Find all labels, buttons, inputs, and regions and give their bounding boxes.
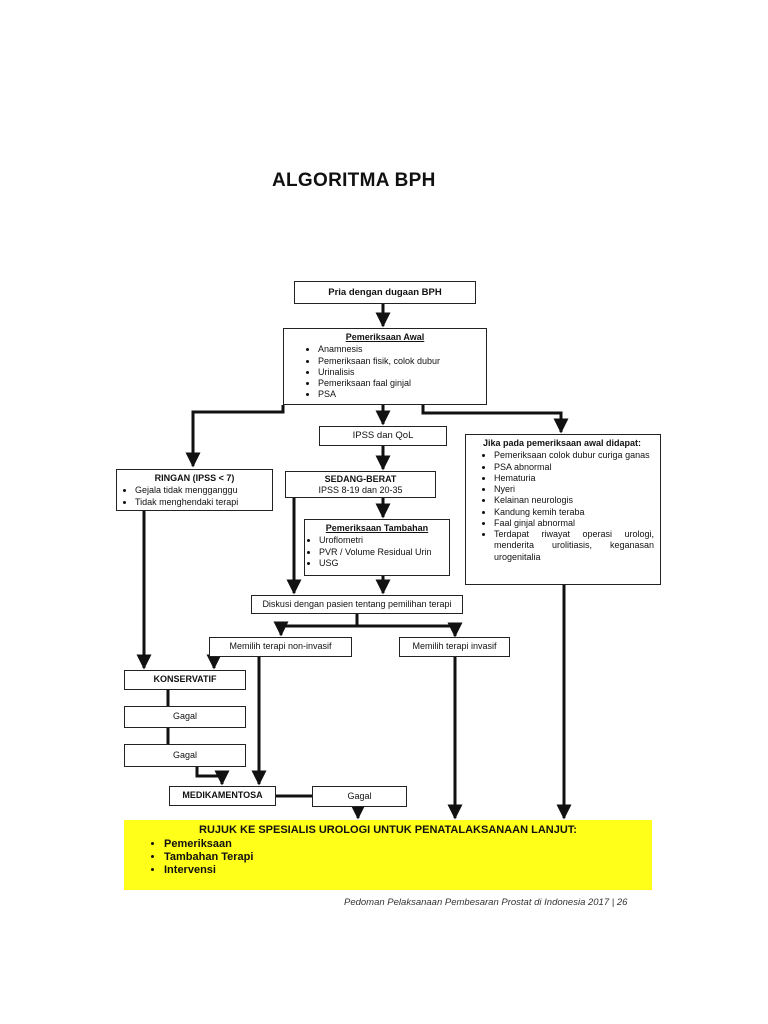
arrow-exam-to-mild <box>185 405 285 468</box>
arrow-fail2-to-medication <box>195 767 230 786</box>
mild-list: Gejala tidak mengganggu Tidak menghendak… <box>121 485 268 508</box>
noninvasive-box: Memilih terapi non-invasif <box>209 637 352 657</box>
list-item: Tidak menghendaki terapi <box>135 497 268 508</box>
list-item: Pemeriksaan colok dubur curiga ganas <box>494 450 654 461</box>
arrow-discussion-to-noninvasive <box>273 614 359 637</box>
ipss-label: IPSS dan QoL <box>352 430 414 442</box>
page-footer: Pedoman Pelaksanaan Pembesaran Prostat d… <box>344 897 628 908</box>
discussion-box: Diskusi dengan pasien tentang pemilihan … <box>251 595 463 614</box>
referral-box: RUJUK KE SPESIALIS UROLOGI UNTUK PENATAL… <box>124 820 652 890</box>
abnormal-findings-title: Jika pada pemeriksaan awal didapat: <box>482 438 642 448</box>
additional-exam-box: Pemeriksaan Tambahan Uroflometri PVR / V… <box>304 519 450 576</box>
additional-exam-list: Uroflometri PVR / Volume Residual Urin U… <box>309 535 445 569</box>
discussion-label: Diskusi dengan pasien tentang pemilihan … <box>262 598 452 609</box>
medication-label: MEDIKAMENTOSA <box>182 790 263 801</box>
list-item: USG <box>319 558 445 569</box>
noninvasive-label: Memilih terapi non-invasif <box>229 641 332 652</box>
referral-title: RUJUK KE SPESIALIS UROLOGI UNTUK PENATAL… <box>199 824 577 836</box>
moderate-subtitle: IPSS 8-19 dan 20-35 <box>318 485 403 496</box>
arrow-exam-to-abnormal <box>421 405 569 434</box>
arrow-discussion-to-invasive <box>357 622 463 638</box>
list-item: Faal ginjal abnormal <box>494 518 654 529</box>
list-item: PVR / Volume Residual Urin <box>319 547 445 558</box>
list-item: Anamnesis <box>318 344 482 355</box>
list-item: Pemeriksaan faal ginjal <box>318 378 482 389</box>
page-title: ALGORITMA BPH <box>272 170 436 191</box>
medication-box: MEDIKAMENTOSA <box>169 786 276 806</box>
conservative-box: KONSERVATIF <box>124 670 246 690</box>
list-item: PSA <box>318 389 482 400</box>
list-item: Intervensi <box>164 864 642 876</box>
fail-label-1: Gagal <box>172 711 198 722</box>
fail-label-2: Gagal <box>172 749 198 760</box>
list-item: Pemeriksaan <box>164 838 642 850</box>
start-label: Pria dengan dugaan BPH <box>328 286 442 298</box>
start-box: Pria dengan dugaan BPH <box>294 281 476 304</box>
list-item: Uroflometri <box>319 535 445 546</box>
list-item: Nyeri <box>494 484 654 495</box>
moderate-title: SEDANG-BERAT <box>324 474 397 484</box>
mild-box: RINGAN (IPSS < 7) Gejala tidak menggangg… <box>116 469 273 511</box>
fail-box-2: Gagal <box>124 744 246 767</box>
ipss-box: IPSS dan QoL <box>319 426 447 446</box>
abnormal-findings-list: Pemeriksaan colok dubur curiga ganas PSA… <box>470 450 654 563</box>
mild-title: RINGAN (IPSS < 7) <box>154 473 235 483</box>
fail-label-3: Gagal <box>347 790 372 801</box>
referral-list: Pemeriksaan Tambahan Terapi Intervensi <box>134 838 642 876</box>
list-item: Kelainan neurologis <box>494 495 654 506</box>
abnormal-findings-box: Jika pada pemeriksaan awal didapat: Peme… <box>465 434 661 585</box>
invasive-box: Memilih terapi invasif <box>399 637 510 657</box>
invasive-label: Memilih terapi invasif <box>412 641 497 652</box>
additional-exam-title: Pemeriksaan Tambahan <box>325 523 429 533</box>
conservative-label: KONSERVATIF <box>153 674 217 685</box>
list-item: Terdapat riwayat operasi urologi, mender… <box>494 529 654 563</box>
fail-box-1: Gagal <box>124 706 246 728</box>
list-item: Pemeriksaan fisik, colok dubur <box>318 356 482 367</box>
list-item: PSA abnormal <box>494 462 654 473</box>
initial-exam-list: Anamnesis Pemeriksaan fisik, colok dubur… <box>288 344 482 400</box>
list-item: Tambahan Terapi <box>164 851 642 863</box>
moderate-box: SEDANG-BERAT IPSS 8-19 dan 20-35 <box>285 471 436 498</box>
fail-box-3: Gagal <box>312 786 407 807</box>
list-item: Urinalisis <box>318 367 482 378</box>
list-item: Hematuria <box>494 473 654 484</box>
list-item: Kandung kemih teraba <box>494 507 654 518</box>
list-item: Gejala tidak mengganggu <box>135 485 268 496</box>
initial-exam-box: Pemeriksaan Awal Anamnesis Pemeriksaan f… <box>283 328 487 405</box>
initial-exam-title: Pemeriksaan Awal <box>345 332 425 342</box>
